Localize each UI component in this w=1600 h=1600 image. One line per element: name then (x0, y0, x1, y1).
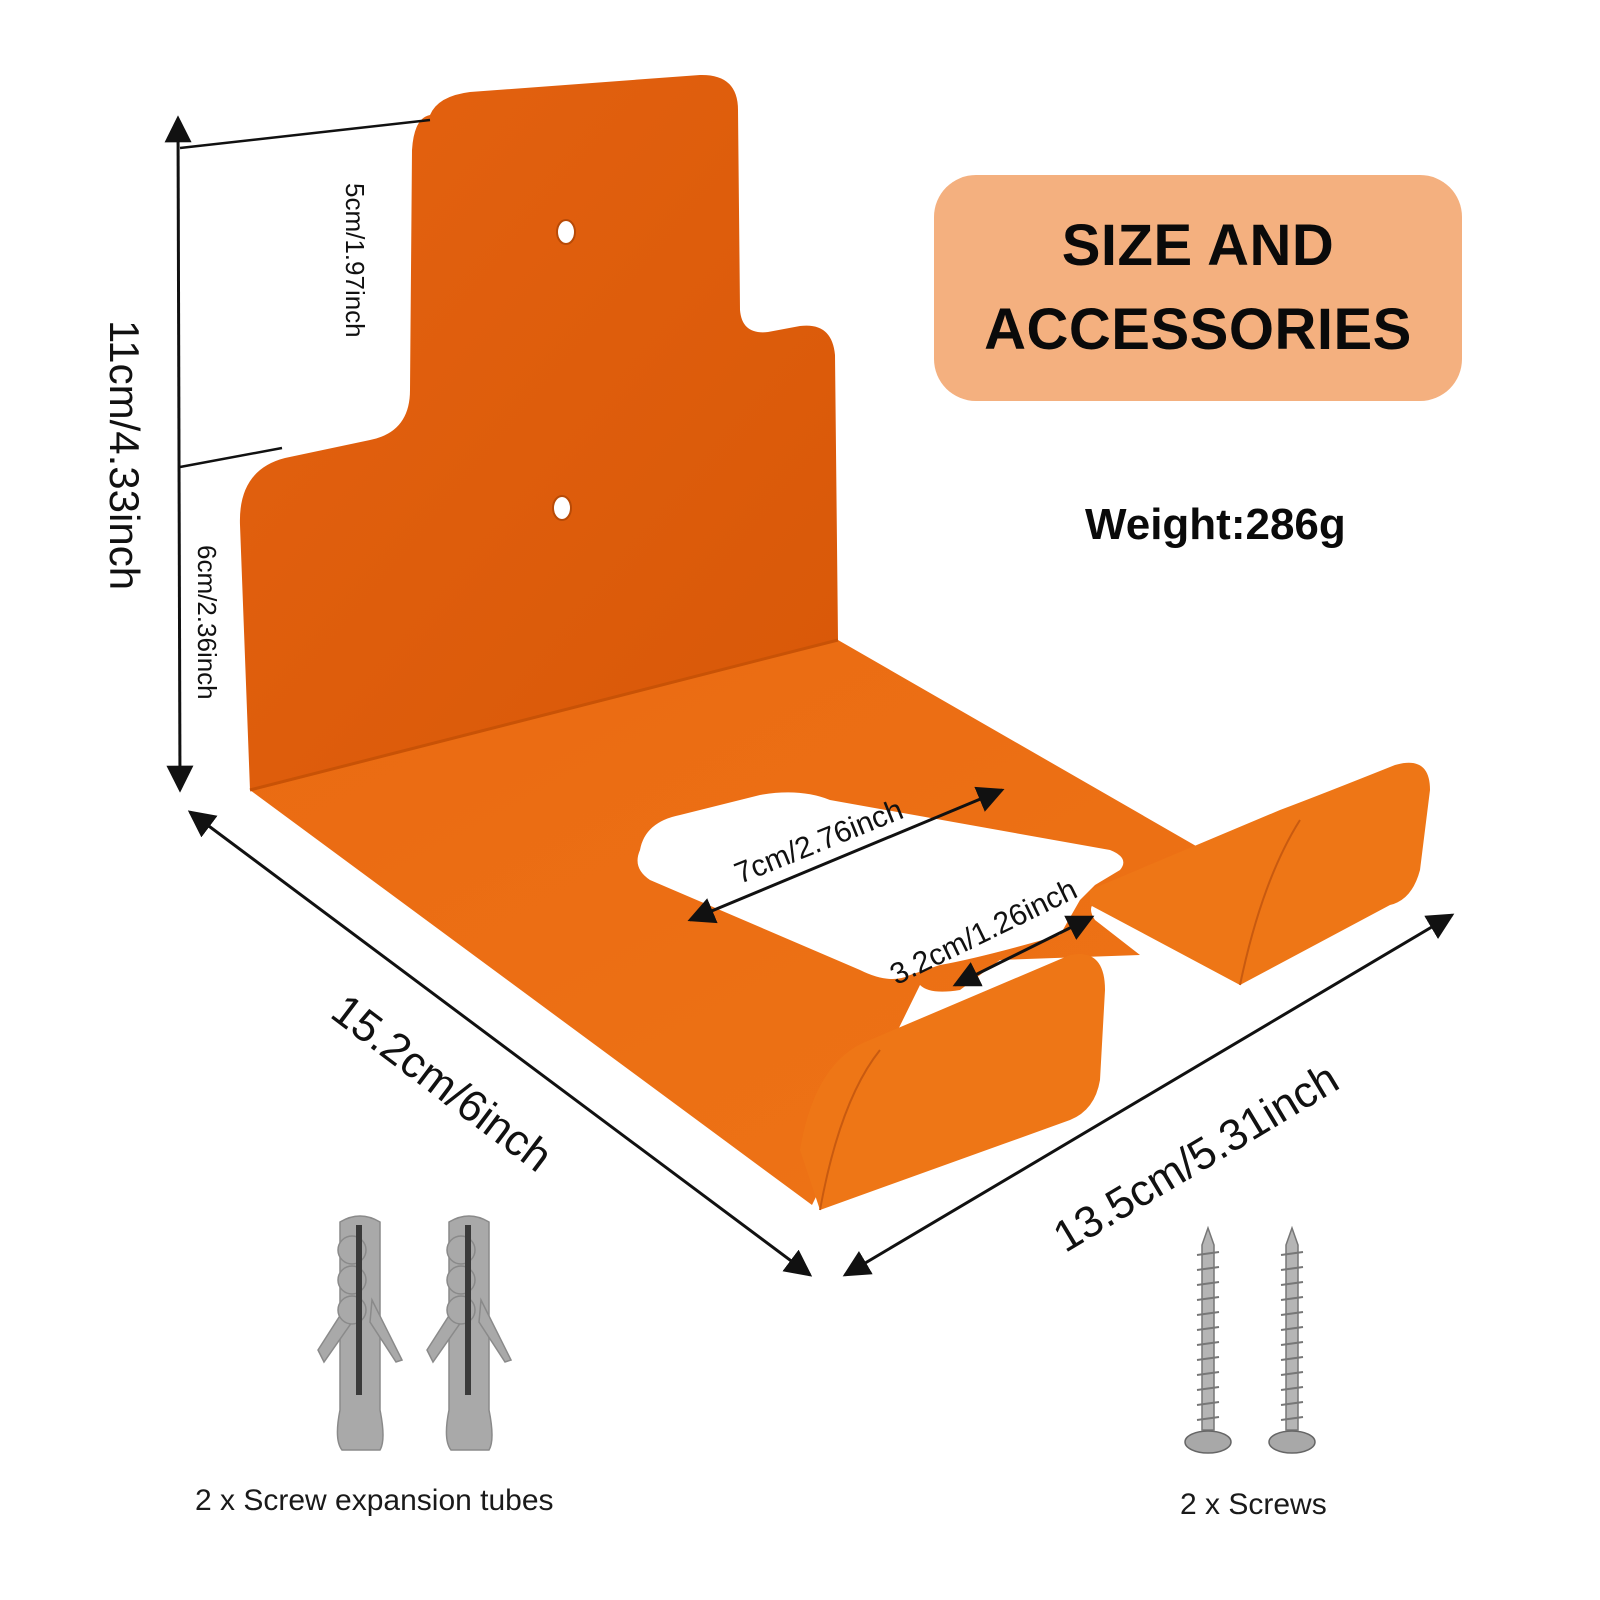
size-accessories-badge: SIZE AND ACCESSORIES (934, 175, 1462, 401)
dim-label-total-height: 11cm/4.33inch (101, 320, 148, 591)
right-lip (1090, 762, 1430, 985)
badge-line-2: ACCESSORIES (984, 297, 1412, 362)
mounting-hole-lower (552, 495, 572, 521)
screw-icon (1268, 1225, 1316, 1454)
dim-line-slot (952, 915, 1095, 987)
wall-anchor-icon (317, 1215, 404, 1451)
wall-anchor-icon (426, 1215, 513, 1451)
badge-line-1: SIZE AND (1061, 213, 1335, 278)
mounting-hole-upper (556, 219, 576, 245)
screw-icon (1184, 1225, 1232, 1454)
dim-line-width (842, 913, 1455, 1277)
dim-line-depth (187, 810, 813, 1277)
caption-screws: 2 x Screws (1180, 1488, 1327, 1521)
caption-expansion-tubes: 2 x Screw expansion tubes (195, 1484, 554, 1517)
dim-label-upper-tab: 5cm/1.97inch (340, 183, 370, 338)
weight-label: Weight:286g (1085, 500, 1346, 549)
bracket-back-plate (239, 74, 839, 791)
dim-line-cutout (687, 786, 1005, 924)
dim-line-total-height (164, 115, 194, 793)
dim-label-lower-back: 6cm/2.36inch (192, 545, 222, 700)
